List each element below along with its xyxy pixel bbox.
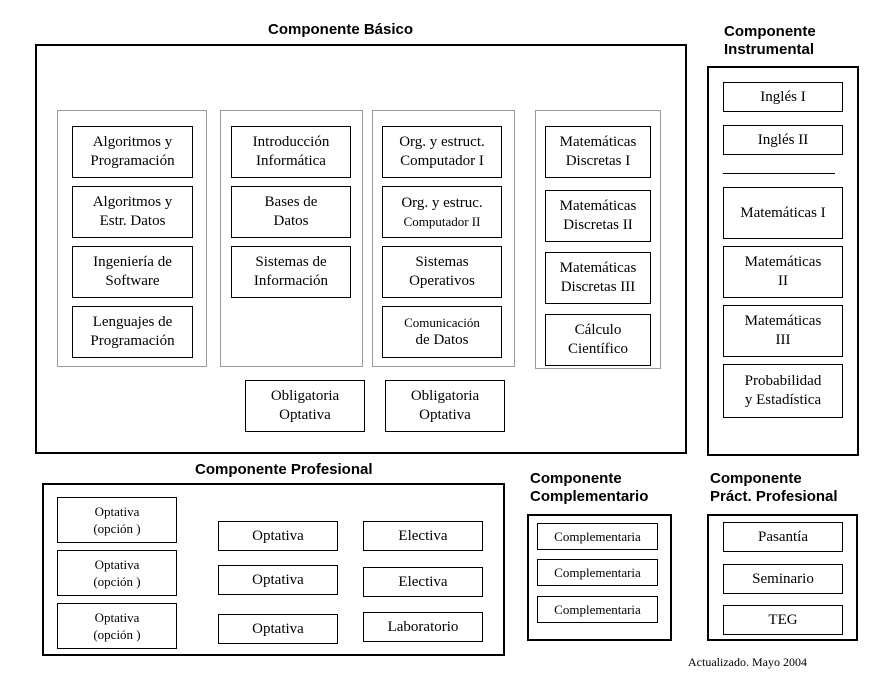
instrumental-title: Componente Instrumental (724, 23, 816, 58)
electiva-1: Electiva (363, 521, 483, 551)
course-matematicas-discretas-3: Matemáticas Discretas III (545, 252, 651, 304)
course-comunicacion-datos-line2: de Datos (415, 332, 469, 348)
course-calculo-cientifico: Cálculo Científico (545, 314, 651, 366)
optativa-opcion-3: Optativa (opción ) (57, 603, 177, 649)
seminario: Seminario (723, 564, 843, 594)
course-matematicas-2: Matemáticas II (723, 246, 843, 298)
teg: TEG (723, 605, 843, 635)
course-matematicas-discretas-2: Matemáticas Discretas II (545, 190, 651, 242)
course-comunicacion-datos-line1: Comunicación (404, 315, 480, 330)
electiva-2: Electiva (363, 567, 483, 597)
optativa-opcion-1: Optativa (opción ) (57, 497, 177, 543)
obligatoria-optativa-2: Obligatoria Optativa (385, 380, 505, 432)
course-matematicas-1: Matemáticas I (723, 187, 843, 239)
complementaria-3: Complementaria (537, 596, 658, 623)
course-ingles-1: Inglés I (723, 82, 843, 112)
optativa-3: Optativa (218, 614, 338, 644)
complementaria-1: Complementaria (537, 523, 658, 550)
optativa-opcion-2: Optativa (opción ) (57, 550, 177, 596)
course-matematicas-3: Matemáticas III (723, 305, 843, 357)
course-ingles-2: Inglés II (723, 125, 843, 155)
course-org-computador-2-line1: Org. y estruc. (401, 195, 483, 211)
optativa-1: Optativa (218, 521, 338, 551)
course-probabilidad-estadistica: Probabilidad y Estadística (723, 364, 843, 418)
instrumental-divider (723, 173, 835, 174)
course-algoritmos-programacion: Algoritmos y Programación (72, 126, 193, 178)
practica-frame (707, 514, 858, 641)
basico-group-3 (372, 110, 515, 367)
pasantia: Pasantía (723, 522, 843, 552)
basico-group-4 (535, 110, 661, 369)
basico-group-2 (220, 110, 363, 367)
profesional-frame (42, 483, 505, 656)
laboratorio: Laboratorio (363, 612, 483, 642)
course-matematicas-discretas-1: Matemáticas Discretas I (545, 126, 651, 178)
basico-title: Componente Básico (268, 21, 414, 38)
complementaria-2: Complementaria (537, 559, 658, 586)
updated-note: Actualizado. Mayo 2004 (688, 655, 807, 669)
course-org-computador-2: Org. y estruc. Computador II (382, 186, 502, 238)
basico-group-1 (57, 110, 207, 367)
course-comunicacion-datos: Comunicación de Datos (382, 306, 502, 358)
course-introduccion-informatica: Introducción Informática (231, 126, 351, 178)
instrumental-frame (707, 66, 859, 456)
course-sistemas-operativos: Sistemas Operativos (382, 246, 502, 298)
basico-frame (35, 44, 687, 454)
course-sistemas-informacion: Sistemas de Información (231, 246, 351, 298)
course-org-computador-2-line2: Computador II (403, 214, 481, 229)
complementario-frame (527, 514, 672, 641)
course-bases-datos: Bases de Datos (231, 186, 351, 238)
profesional-title: Componente Profesional (195, 461, 373, 478)
obligatoria-optativa-1: Obligatoria Optativa (245, 380, 365, 432)
course-algoritmos-estr-datos: Algoritmos y Estr. Datos (72, 186, 193, 238)
course-org-computador-1: Org. y estruct. Computador I (382, 126, 502, 178)
complementario-title: Componente Complementario (530, 470, 649, 505)
optativa-2: Optativa (218, 565, 338, 595)
course-ingenieria-software: Ingeniería de Software (72, 246, 193, 298)
practica-title: Componente Práct. Profesional (710, 470, 838, 505)
course-lenguajes-programacion: Lenguajes de Programación (72, 306, 193, 358)
